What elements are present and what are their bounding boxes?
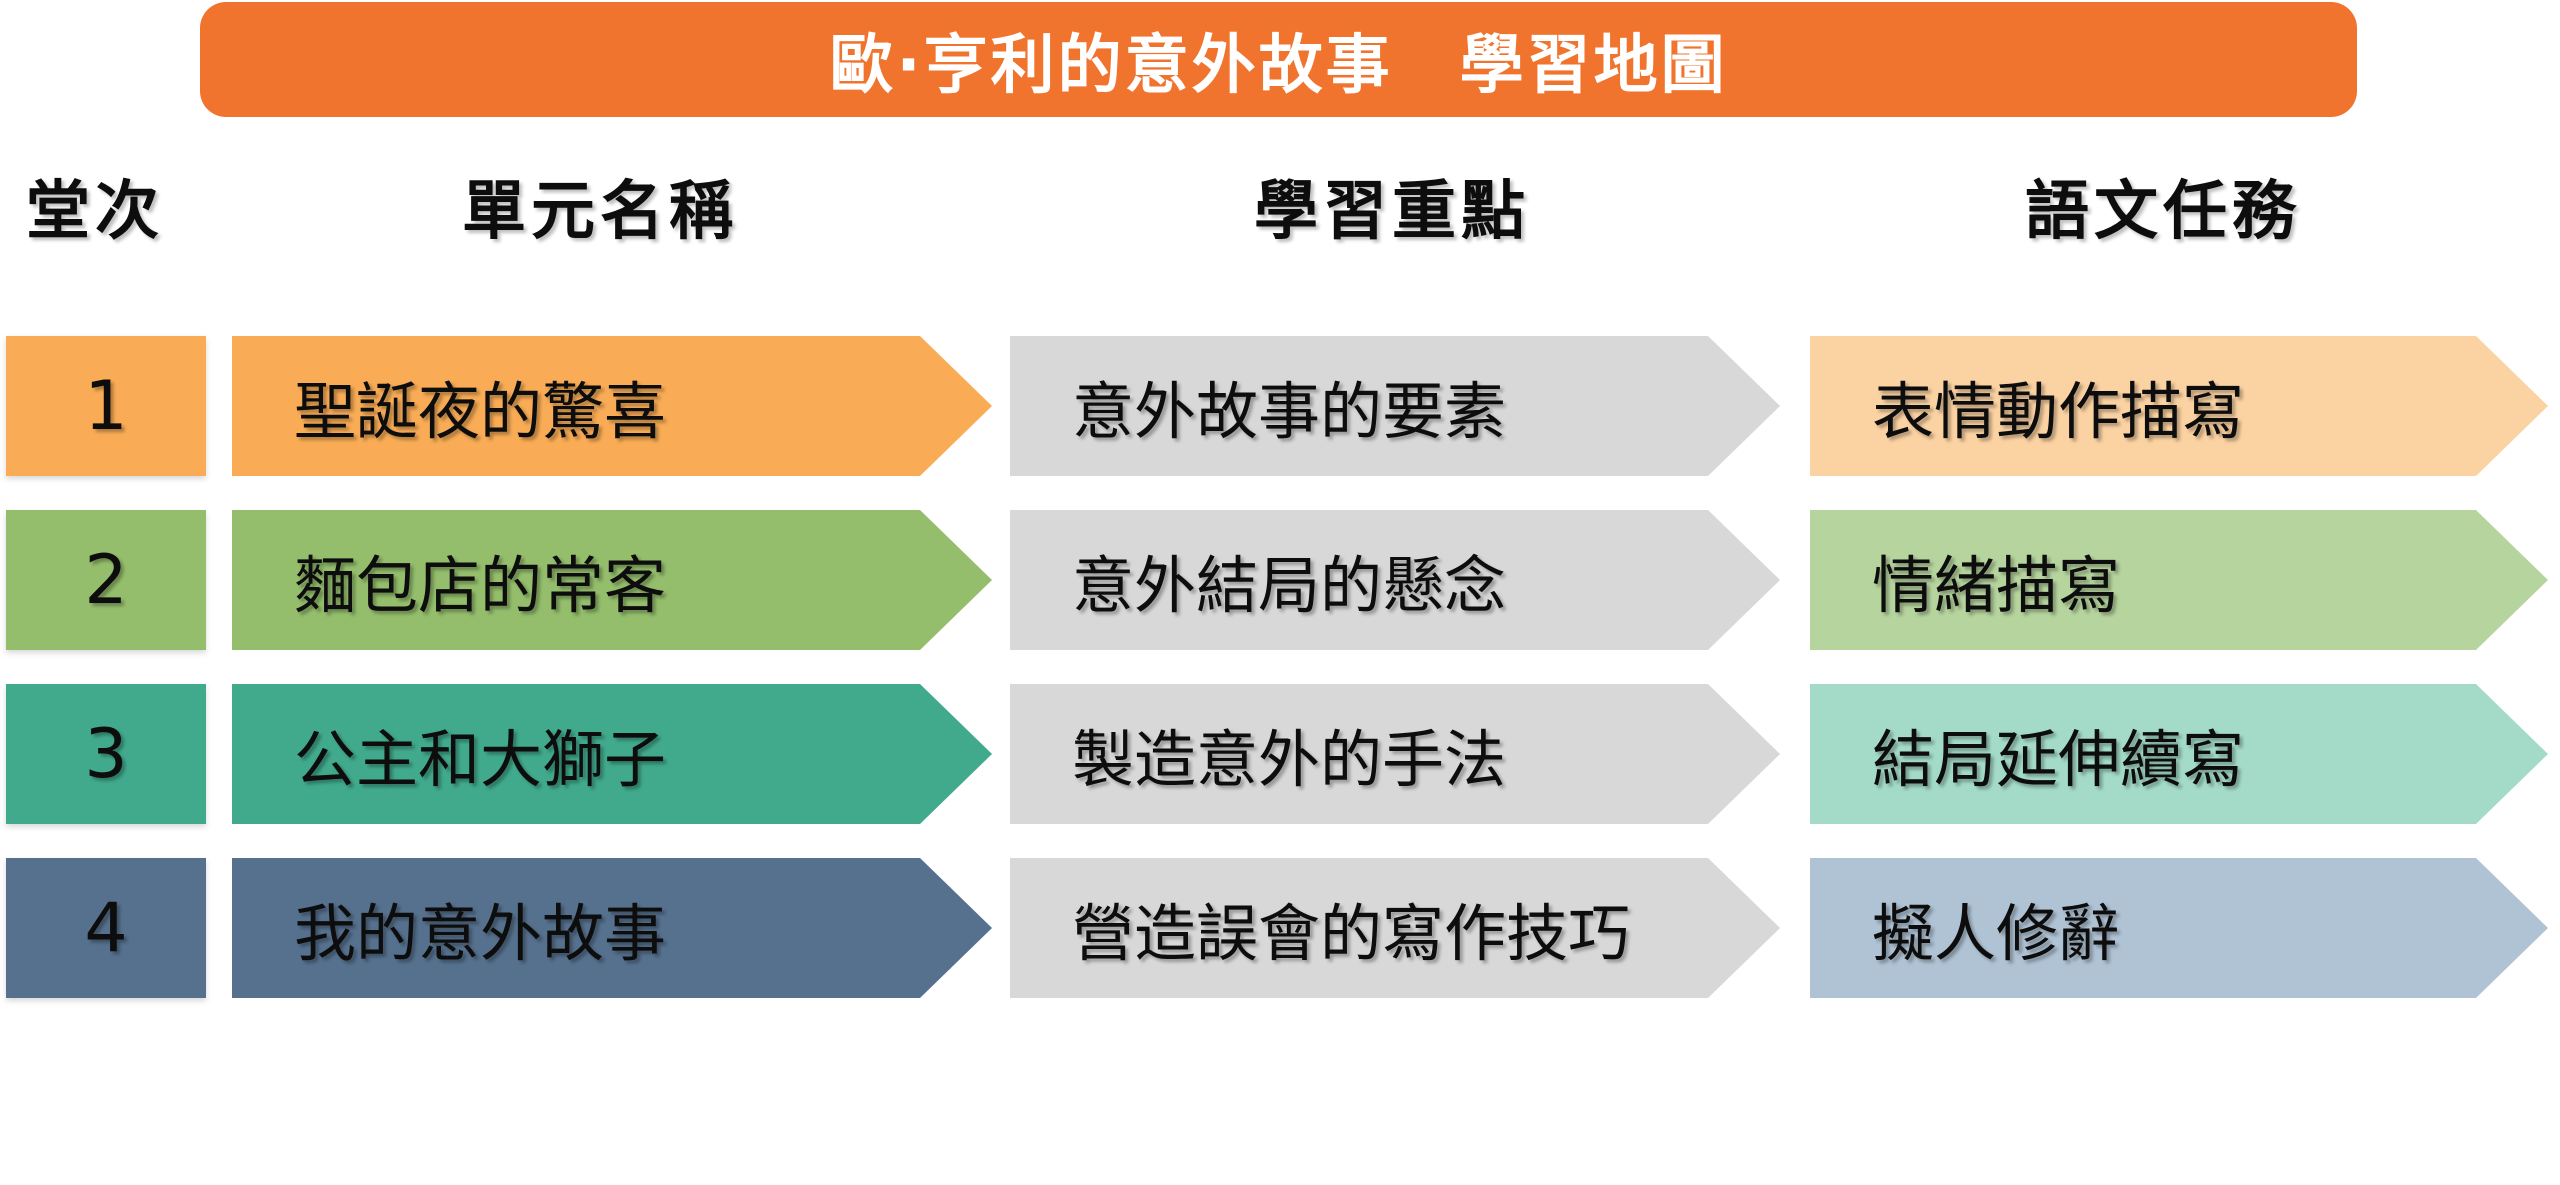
column-header-lesson-number: 堂次 xyxy=(26,175,164,249)
language-task-arrow: 情緒描寫 xyxy=(1810,510,2548,650)
learning-focus-arrow: 製造意外的手法 xyxy=(1010,684,1780,824)
table-row: 2 麵包店的常客 意外結局的懸念 情緒描寫 xyxy=(0,510,2560,650)
language-task-arrow: 結局延伸續寫 xyxy=(1810,684,2548,824)
language-task-arrow: 擬人修辭 xyxy=(1810,858,2548,998)
lesson-number-badge: 1 xyxy=(6,336,206,476)
title-banner: 歐·亨利的意外故事 學習地圖 xyxy=(200,2,2357,117)
learning-focus-arrow: 意外故事的要素 xyxy=(1010,336,1780,476)
lesson-number-badge: 2 xyxy=(6,510,206,650)
lesson-number-badge: 3 xyxy=(6,684,206,824)
learning-focus-arrow: 意外結局的懸念 xyxy=(1010,510,1780,650)
column-header-unit-name: 單元名稱 xyxy=(462,175,738,249)
lesson-number-badge: 4 xyxy=(6,858,206,998)
learning-focus-arrow: 營造誤會的寫作技巧 xyxy=(1010,858,1780,998)
unit-name-arrow: 聖誕夜的驚喜 xyxy=(232,336,992,476)
table-row: 1 聖誕夜的驚喜 意外故事的要素 表情動作描寫 xyxy=(0,336,2560,476)
unit-name-arrow: 公主和大獅子 xyxy=(232,684,992,824)
column-header-language-task: 語文任務 xyxy=(2025,175,2301,249)
table-row: 3 公主和大獅子 製造意外的手法 結局延伸續寫 xyxy=(0,684,2560,824)
unit-name-arrow: 我的意外故事 xyxy=(232,858,992,998)
column-header-learning-focus: 學習重點 xyxy=(1254,175,1530,249)
table-row: 4 我的意外故事 營造誤會的寫作技巧 擬人修辭 xyxy=(0,858,2560,998)
page-title: 歐·亨利的意外故事 學習地圖 xyxy=(829,28,1728,103)
language-task-arrow: 表情動作描寫 xyxy=(1810,336,2548,476)
unit-name-arrow: 麵包店的常客 xyxy=(232,510,992,650)
